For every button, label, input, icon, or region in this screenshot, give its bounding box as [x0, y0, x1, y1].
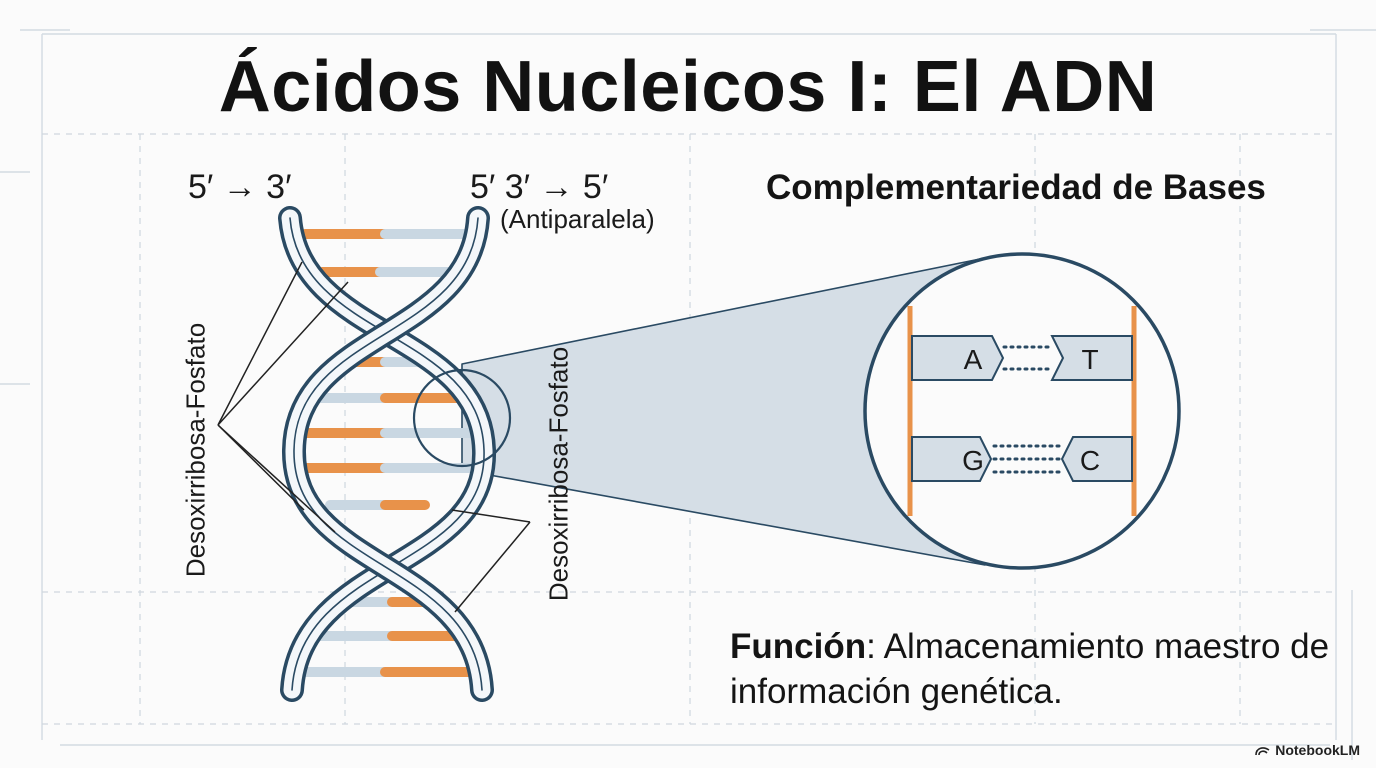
helix-strand-b — [281, 206, 494, 702]
antiparallel-label: (Antiparalela) — [500, 204, 655, 234]
zoom-title: Complementariedad de Bases — [766, 168, 1266, 207]
function-label: Función — [730, 627, 867, 666]
leader-lines-left — [217, 261, 349, 533]
strand-left-direction: 5′ → 3′ — [188, 168, 292, 206]
pair-at-shapes — [911, 335, 1133, 381]
hydrogen-bonds-at — [1002, 345, 1054, 371]
base-label-t: T — [1081, 344, 1098, 375]
brand-name: NotebookLM — [1275, 742, 1360, 758]
background-grid — [0, 29, 1376, 760]
zoom-detail: A T G C — [863, 252, 1181, 570]
base-label-c: C — [1080, 445, 1100, 476]
brand-watermark: NotebookLM — [1255, 742, 1360, 758]
backbone-label-left: Desoxirribosa-Fosfato — [180, 322, 211, 578]
zoom-source-circle — [412, 368, 512, 468]
strand-right-direction: 5′ 3′ → 5′ — [470, 168, 609, 206]
pair-gc-shapes — [911, 436, 1133, 482]
function-text: Función: Almacenamiento maestro de infor… — [730, 624, 1350, 714]
leader-lines-right — [451, 509, 531, 613]
function-description: : Almacenamiento maestro de información … — [730, 627, 1330, 711]
base-label-a: A — [964, 344, 983, 375]
base-label-g: G — [962, 445, 984, 476]
helix-strand-a — [278, 206, 497, 702]
hydrogen-bonds-gc — [992, 444, 1062, 474]
notebooklm-logo-icon — [1255, 747, 1270, 756]
page-title: Ácidos Nucleicos I: El ADN — [218, 47, 1158, 127]
backbone-label-right: Desoxirribosa-Fosfato — [543, 346, 574, 602]
